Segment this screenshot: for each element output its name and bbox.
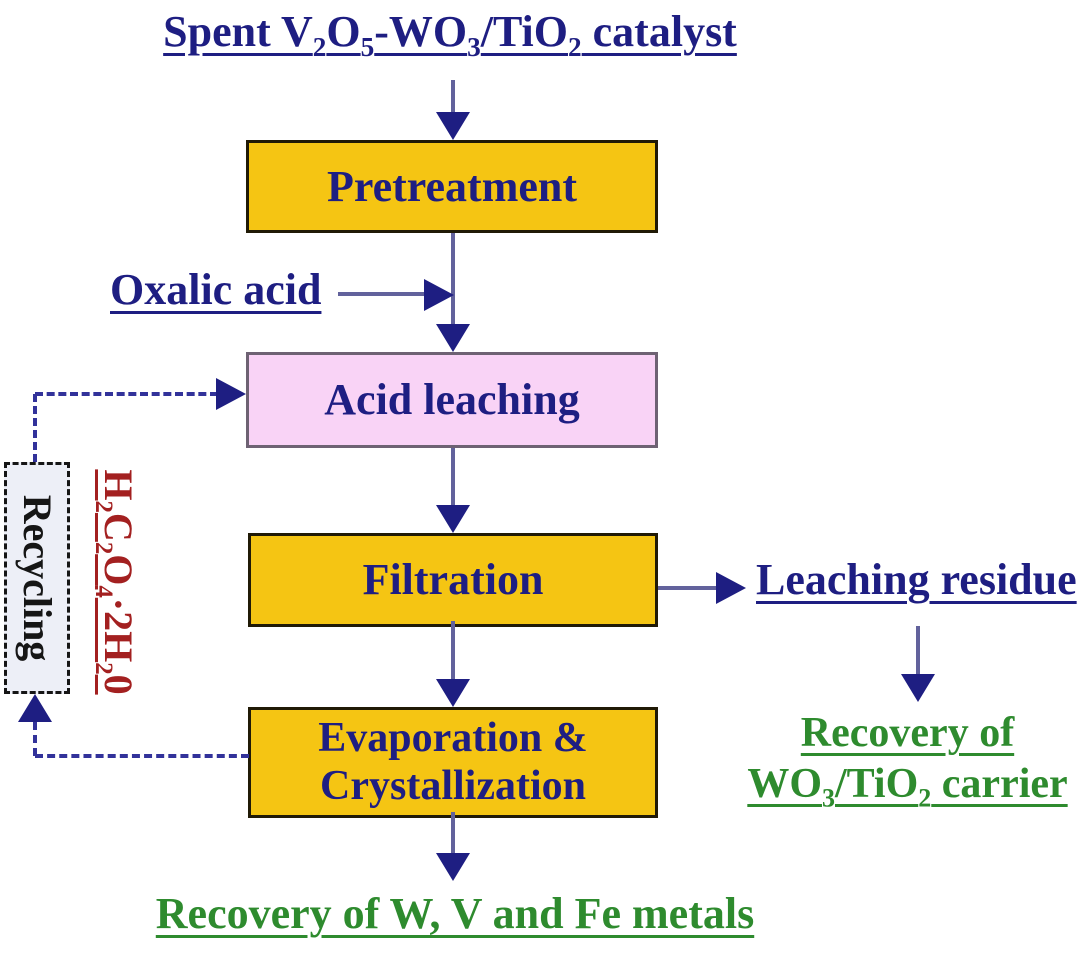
- label-oxalate-stream-text: H2C2O4·2H20: [90, 469, 141, 695]
- label-oxalic-acid: Oxalic acid: [110, 265, 322, 314]
- arrow-evaporation-to-metals-stem: [451, 812, 455, 853]
- arrow-filtration-to-residue-head: [716, 572, 746, 604]
- box-acid-leaching-label: Acid leaching: [324, 375, 580, 425]
- box-pretreatment: Pretreatment: [246, 140, 658, 233]
- label-recovery-carrier: Recovery of WO3/TiO2 carrier: [735, 708, 1080, 813]
- arrow-filtration-to-evaporation-head: [436, 679, 470, 707]
- box-filtration-label: Filtration: [362, 555, 544, 605]
- box-evaporation-line2: Crystallization: [320, 762, 586, 809]
- arrow-oxalic-feed-head: [424, 279, 454, 311]
- recycle-feed-arrow-head: [216, 378, 246, 410]
- box-recycling: Recycling: [4, 462, 70, 694]
- arrow-filtration-to-evaporation-stem: [451, 621, 455, 679]
- box-recycling-label: Recycling: [15, 494, 60, 662]
- box-filtration: Filtration: [248, 533, 658, 627]
- arrow-evaporation-to-metals-head: [436, 853, 470, 881]
- label-recovery-carrier-line2: WO3/TiO2 carrier: [747, 761, 1068, 813]
- box-acid-leaching: Acid leaching: [246, 352, 658, 448]
- label-leaching-residue: Leaching residue: [756, 555, 1077, 604]
- box-evaporation-crystallization: Evaporation & Crystallization: [248, 707, 658, 818]
- recycle-feed-line-vertical: [33, 394, 37, 462]
- arrow-filtration-to-residue-stem: [658, 586, 718, 590]
- arrow-title-to-pretreatment-stem: [451, 80, 455, 114]
- arrow-leaching-to-filtration-head: [436, 505, 470, 533]
- box-pretreatment-label: Pretreatment: [326, 161, 577, 211]
- recycle-return-line-horizontal: [35, 754, 249, 758]
- label-recovery-carrier-line1: Recovery of: [800, 710, 1015, 756]
- label-spent-catalyst: Spent V2O5-WO3/TiO2 catalyst: [163, 7, 737, 62]
- arrow-pretreatment-to-leaching-head: [436, 324, 470, 352]
- recycle-return-line-vertical: [33, 722, 37, 756]
- arrow-residue-to-carrier-head: [901, 674, 935, 702]
- arrow-title-to-pretreatment-head: [436, 112, 470, 140]
- recycle-feed-line-horizontal: [35, 392, 218, 396]
- label-oxalate-stream: H2C2O4·2H20: [88, 448, 148, 716]
- arrow-oxalic-feed-stem: [338, 292, 424, 296]
- arrow-leaching-to-filtration-stem: [451, 448, 455, 506]
- arrow-residue-to-carrier-stem: [916, 626, 920, 674]
- label-recovery-metals: Recovery of W, V and Fe metals: [155, 889, 755, 938]
- recycle-return-arrow-head: [18, 694, 52, 722]
- box-evaporation-line1: Evaporation &: [318, 715, 588, 762]
